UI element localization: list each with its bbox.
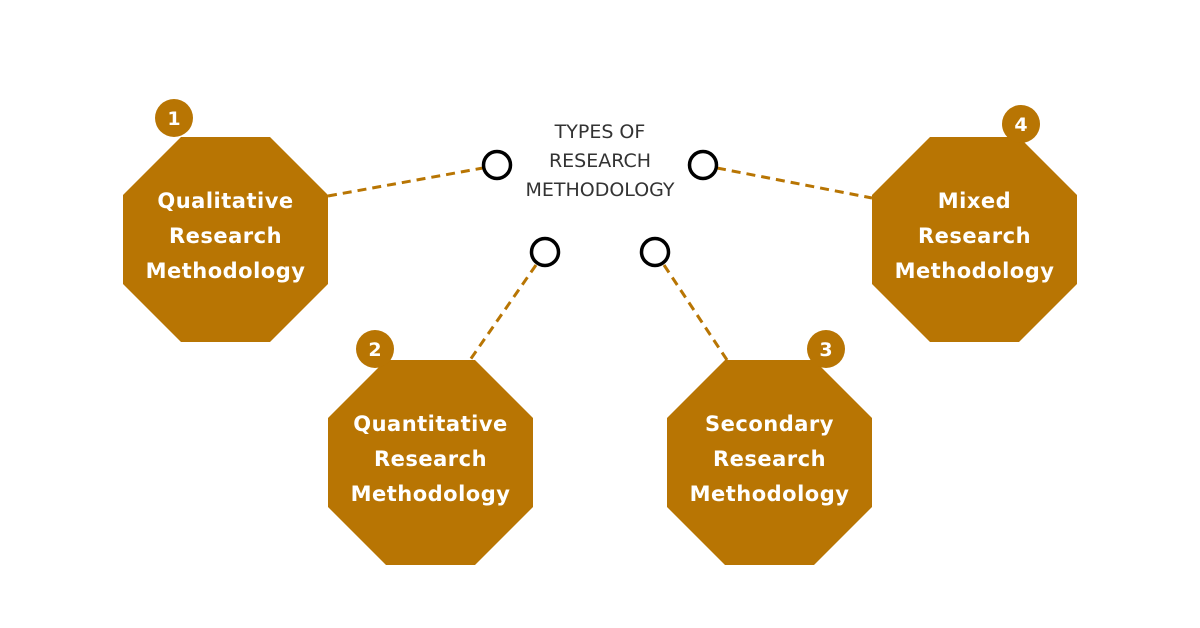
title-line: RESEARCH xyxy=(549,150,651,172)
node-label-line: Methodology xyxy=(146,259,306,283)
node-label-line: Methodology xyxy=(895,259,1055,283)
connector-3 xyxy=(662,264,729,361)
diagram-title: TYPES OF RESEARCH METHODOLOGY xyxy=(525,121,674,201)
node-label-line: Quantitative xyxy=(353,412,508,436)
node-label-line: Secondary xyxy=(705,412,834,436)
node-label-line: Research xyxy=(374,447,487,471)
ring-1 xyxy=(481,149,513,181)
node-label-line: Research xyxy=(169,224,282,248)
number-badge xyxy=(155,99,193,137)
octagon-shape xyxy=(123,137,328,342)
badge-number: 4 xyxy=(1014,114,1027,136)
title-line: TYPES OF xyxy=(554,121,646,143)
node-label-line: Qualitative xyxy=(157,189,293,213)
badge-number: 2 xyxy=(368,339,381,361)
connector-1 xyxy=(327,166,484,198)
badge-number: 1 xyxy=(167,108,180,130)
node-label-line: Methodology xyxy=(351,482,511,506)
node-label-line: Methodology xyxy=(690,482,850,506)
octagon-shape xyxy=(872,137,1077,342)
connector-4 xyxy=(716,166,873,200)
octagon-shape xyxy=(328,360,533,565)
connector-2 xyxy=(468,264,538,361)
node-label-line: Research xyxy=(713,447,826,471)
ring-4 xyxy=(687,149,719,181)
number-badge xyxy=(807,330,845,368)
ring-3 xyxy=(639,236,671,268)
ring-2 xyxy=(529,236,561,268)
title-line: METHODOLOGY xyxy=(525,179,674,201)
octagon-shape xyxy=(667,360,872,565)
number-badge xyxy=(356,330,394,368)
node-label-line: Research xyxy=(918,224,1031,248)
badge-number: 3 xyxy=(819,339,832,361)
node-label-line: Mixed xyxy=(938,189,1011,213)
number-badge xyxy=(1002,105,1040,143)
